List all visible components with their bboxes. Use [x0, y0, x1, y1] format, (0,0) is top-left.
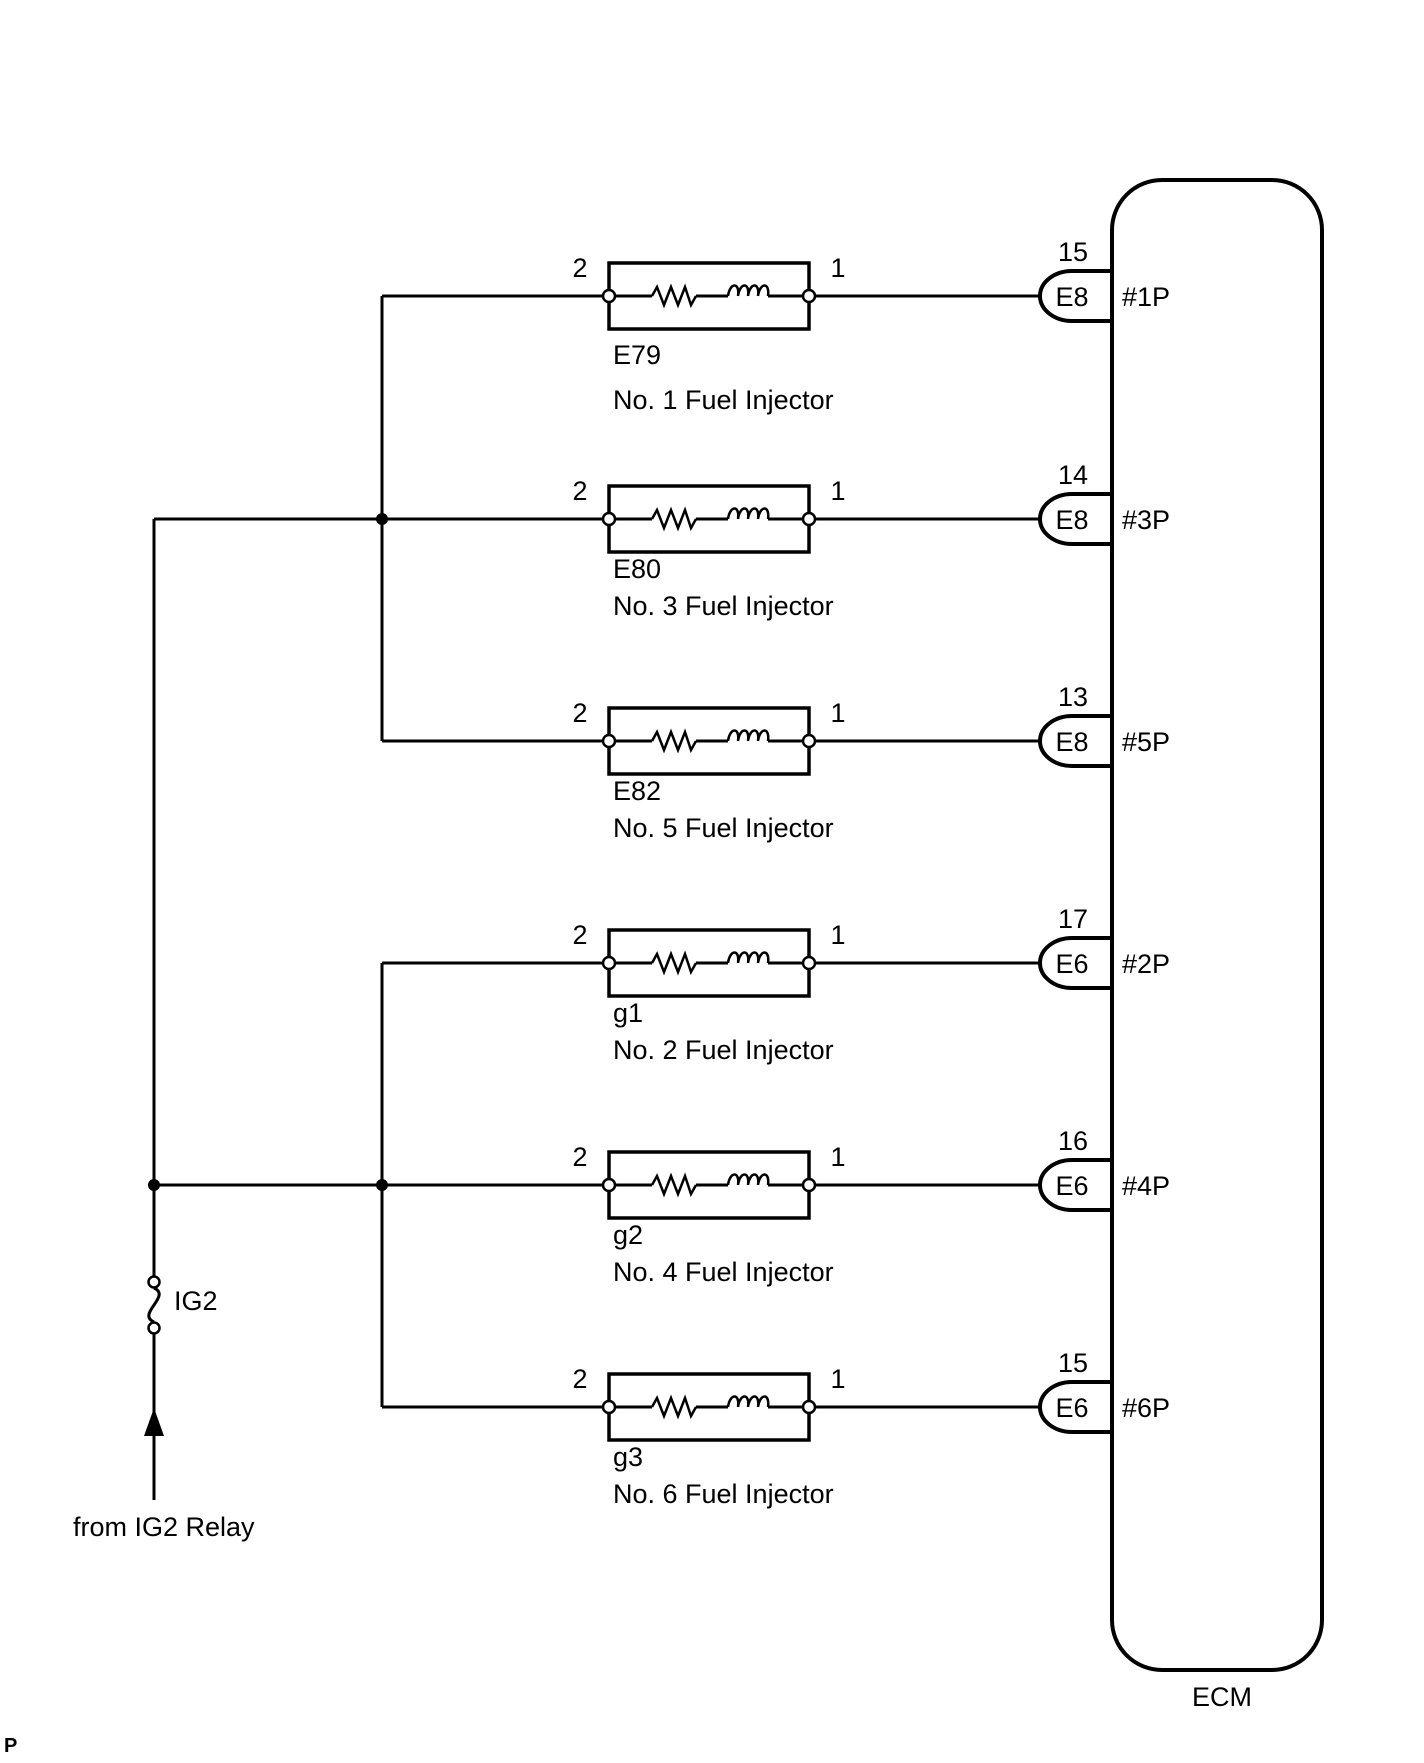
source-label: from IG2 Relay [73, 1512, 255, 1542]
ecm-pin-number: 13 [1058, 682, 1088, 712]
pin-left-label: 2 [572, 253, 587, 283]
ecm-pin-number: 15 [1058, 1348, 1088, 1378]
resistor-icon [650, 950, 698, 976]
ecm-connector-label: E6 [1055, 949, 1088, 979]
coil-icon [726, 1173, 770, 1186]
ecm-connector-label: E6 [1055, 1393, 1088, 1423]
ecm-connector [1038, 1158, 1114, 1212]
terminal-2 [601, 288, 617, 304]
resistor-icon [650, 283, 698, 309]
coil-icon [726, 951, 770, 964]
terminal-1 [801, 733, 817, 749]
pin-left-label: 2 [572, 920, 587, 950]
coil-icon [726, 507, 770, 520]
coil-icon [726, 729, 770, 742]
pin-right-label: 1 [830, 1142, 845, 1172]
ecm-pin-number: 16 [1058, 1126, 1088, 1156]
pin-right-label: 1 [830, 698, 845, 728]
terminal-2 [601, 1399, 617, 1415]
resistor-icon [650, 1172, 698, 1198]
ig2-fuse-icon [147, 1275, 161, 1335]
pin-right-label: 1 [830, 253, 845, 283]
fuse-label: IG2 [174, 1286, 218, 1316]
ecm-connector-label: E8 [1055, 505, 1088, 535]
pin-right-label: 1 [830, 920, 845, 950]
injector-name: No. 1 Fuel Injector [613, 385, 834, 415]
injector-name: No. 4 Fuel Injector [613, 1257, 834, 1287]
coil-icon [726, 284, 770, 297]
terminal-1 [801, 1399, 817, 1415]
injector-connector-code: E79 [613, 340, 661, 370]
injector-connector-code: g3 [613, 1442, 643, 1472]
ecm-connector [1038, 492, 1114, 546]
pin-left-label: 2 [572, 476, 587, 506]
injector-name: No. 6 Fuel Injector [613, 1479, 834, 1509]
ecm-signal-label: #3P [1122, 505, 1170, 535]
injector-connector-code: g2 [613, 1220, 643, 1250]
ecm-unit: ECM [1110, 178, 1324, 1712]
coil-icon [726, 1395, 770, 1408]
junction-dot [148, 1179, 160, 1191]
ecm-signal-label: #5P [1122, 727, 1170, 757]
ecm-pin-number: 14 [1058, 460, 1088, 490]
power-feed: IG2 from IG2 Relay [73, 296, 388, 1542]
ecm-connector-label: E8 [1055, 727, 1088, 757]
ecm-connector [1038, 269, 1114, 323]
injector-name: No. 2 Fuel Injector [613, 1035, 834, 1065]
up-arrow-icon [144, 1408, 164, 1436]
terminal-2 [601, 955, 617, 971]
ecm-connector-label: E8 [1055, 282, 1088, 312]
ecm-connector [1038, 936, 1114, 990]
pin-left-label: 2 [572, 1142, 587, 1172]
corner-mark: P [4, 1735, 17, 1757]
injector-connector-code: E82 [613, 776, 661, 806]
ecm-connector [1038, 1380, 1114, 1434]
terminal-1 [801, 511, 817, 527]
ecm-pin-number: 15 [1058, 237, 1088, 267]
pin-right-label: 1 [830, 1364, 845, 1394]
pin-left-label: 2 [572, 1364, 587, 1394]
pin-left-label: 2 [572, 698, 587, 728]
terminal-1 [801, 288, 817, 304]
resistor-icon [650, 728, 698, 754]
terminal-2 [601, 1177, 617, 1193]
ecm-signal-label: #6P [1122, 1393, 1170, 1423]
injector-connector-code: E80 [613, 554, 661, 584]
resistor-icon [650, 1394, 698, 1420]
ecm-connector [1038, 714, 1114, 768]
ecm-signal-label: #1P [1122, 282, 1170, 312]
ecm-pin-number: 17 [1058, 904, 1088, 934]
terminal-1 [801, 955, 817, 971]
terminal-2 [601, 733, 617, 749]
pin-right-label: 1 [830, 476, 845, 506]
injector-connector-code: g1 [613, 998, 643, 1028]
ecm-connector-label: E6 [1055, 1171, 1088, 1201]
terminal-2 [601, 511, 617, 527]
resistor-icon [650, 506, 698, 532]
injector-name: No. 5 Fuel Injector [613, 813, 834, 843]
injector-name: No. 3 Fuel Injector [613, 591, 834, 621]
ecm-label: ECM [1192, 1682, 1252, 1712]
ecm-signal-label: #2P [1122, 949, 1170, 979]
terminal-1 [801, 1177, 817, 1193]
ecm-signal-label: #4P [1122, 1171, 1170, 1201]
